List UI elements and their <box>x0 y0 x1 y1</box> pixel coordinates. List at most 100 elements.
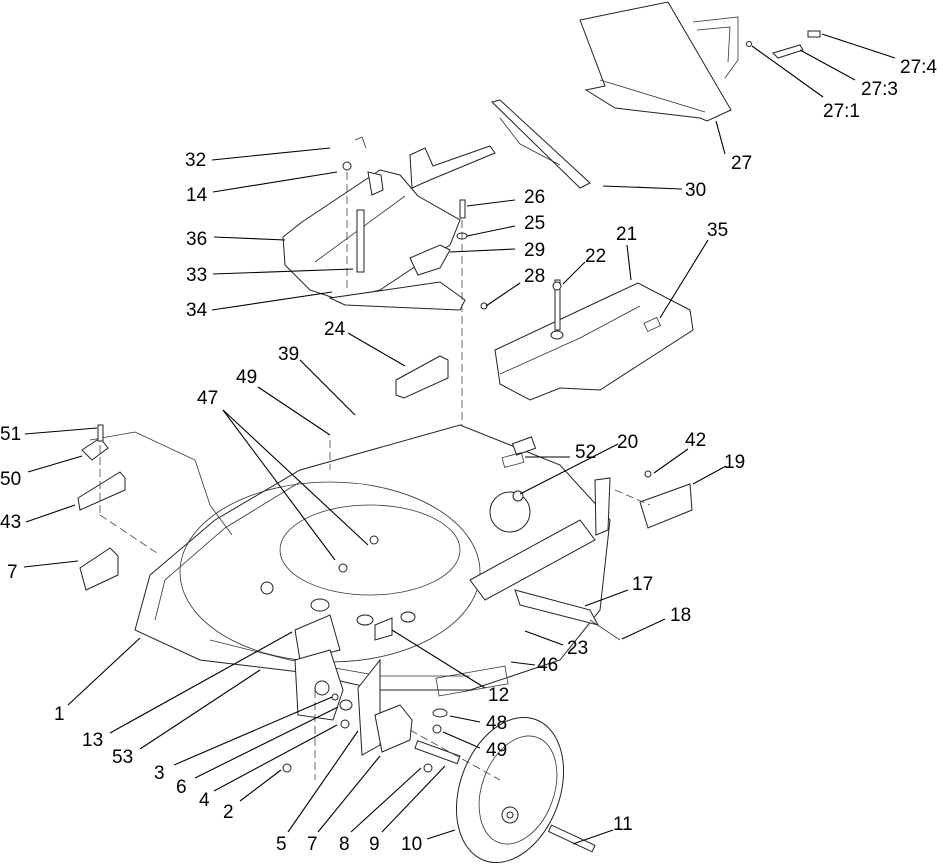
callout-26: 26 <box>524 187 545 208</box>
leader-11 <box>572 829 614 845</box>
leader-53 <box>139 669 261 750</box>
leader-43 <box>25 504 76 523</box>
callout-27-4: 27:4 <box>900 57 937 78</box>
leader-lines <box>23 33 896 845</box>
part-drawings <box>77 1 821 864</box>
callout-labels: 32 14 36 33 34 26 25 29 2 8 30 27 27:1 27… <box>0 57 937 855</box>
callout-9: 9 <box>369 834 380 855</box>
leader-2 <box>239 769 282 802</box>
callout-51: 51 <box>0 424 21 445</box>
callout-49a: 49 <box>236 367 257 388</box>
callout-29: 29 <box>524 240 545 261</box>
callout-20: 20 <box>617 432 638 453</box>
leader-32 <box>211 147 331 161</box>
callout-11: 11 <box>613 814 633 835</box>
leader-27 <box>715 120 726 155</box>
height-adjuster-drawing <box>282 614 461 773</box>
callout-7b: 7 <box>307 834 318 855</box>
leader-47b <box>222 409 369 546</box>
leader-50 <box>27 455 83 473</box>
callout-49b: 49 <box>486 740 507 761</box>
callout-17: 17 <box>632 574 653 595</box>
leader-27-3 <box>799 49 856 81</box>
front-bumper-drawing <box>77 424 233 591</box>
leader-24 <box>347 332 406 367</box>
callout-24: 24 <box>324 319 346 340</box>
leader-5 <box>287 730 359 833</box>
leader-23 <box>524 630 564 646</box>
leader-28 <box>485 282 521 307</box>
callout-5: 5 <box>276 834 287 855</box>
callout-33: 33 <box>186 265 207 286</box>
leader-42 <box>653 448 689 474</box>
callout-30: 30 <box>685 180 706 201</box>
leader-22 <box>562 261 586 285</box>
decals-drawing <box>435 452 525 697</box>
leader-9 <box>381 765 446 833</box>
leader-14 <box>212 171 338 193</box>
leader-1 <box>67 637 141 706</box>
grass-bag-frame-drawing <box>579 1 821 122</box>
callout-1: 1 <box>54 704 65 725</box>
callout-48: 48 <box>486 713 507 734</box>
leader-33 <box>212 268 354 275</box>
leader-35 <box>659 239 709 319</box>
chute-handle-drawing <box>409 99 591 189</box>
callout-34: 34 <box>186 300 208 321</box>
leader-12 <box>391 629 486 689</box>
callout-3: 3 <box>154 763 165 784</box>
callout-22: 22 <box>585 246 606 267</box>
callout-7a: 7 <box>7 562 18 583</box>
leader-47a <box>222 409 336 561</box>
callout-27-1: 27:1 <box>823 101 860 122</box>
leader-39 <box>299 359 356 416</box>
leader-19 <box>692 465 727 485</box>
leader-10 <box>426 829 456 840</box>
callout-14: 14 <box>186 185 208 206</box>
callout-32: 32 <box>185 150 206 171</box>
callout-2: 2 <box>223 802 234 823</box>
callout-43: 43 <box>0 512 21 533</box>
leader-21 <box>626 244 632 281</box>
leader-6 <box>194 706 339 779</box>
callout-6: 6 <box>176 777 187 798</box>
leader-27-1 <box>751 45 824 98</box>
leader-48 <box>449 715 481 723</box>
callout-35: 35 <box>707 220 728 241</box>
callout-27: 27 <box>731 153 752 174</box>
leader-8 <box>350 767 422 833</box>
callout-27-3: 27:3 <box>861 79 898 100</box>
callout-25: 25 <box>524 213 545 234</box>
leader-25 <box>466 225 516 237</box>
leader-29 <box>449 248 516 253</box>
leader-36 <box>213 236 286 241</box>
leader-46 <box>510 661 536 666</box>
callout-50: 50 <box>0 469 21 490</box>
leader-4 <box>213 724 338 792</box>
assembly-guides <box>99 440 651 781</box>
callout-10: 10 <box>401 834 422 855</box>
callout-8: 8 <box>339 834 350 855</box>
callout-21: 21 <box>616 224 637 245</box>
callout-39: 39 <box>278 344 299 365</box>
callout-47: 47 <box>197 388 218 409</box>
cover-24-drawing <box>395 355 449 399</box>
callout-53: 53 <box>112 747 133 768</box>
callout-46: 46 <box>537 655 558 676</box>
leader-27-4 <box>821 33 896 59</box>
rear-axle-drawing <box>469 436 693 641</box>
callout-23: 23 <box>567 638 588 659</box>
leader-34 <box>211 291 333 311</box>
leader-17 <box>584 589 629 607</box>
callout-52: 52 <box>575 442 596 463</box>
callout-19: 19 <box>724 452 745 473</box>
leader-7b <box>317 755 381 833</box>
leader-49b <box>442 731 481 749</box>
belt-cover-drawing <box>494 279 694 401</box>
rear-door-drawing <box>282 136 466 311</box>
wheel-drawing <box>455 716 596 864</box>
leader-18 <box>621 618 666 640</box>
callout-42: 42 <box>685 430 706 451</box>
